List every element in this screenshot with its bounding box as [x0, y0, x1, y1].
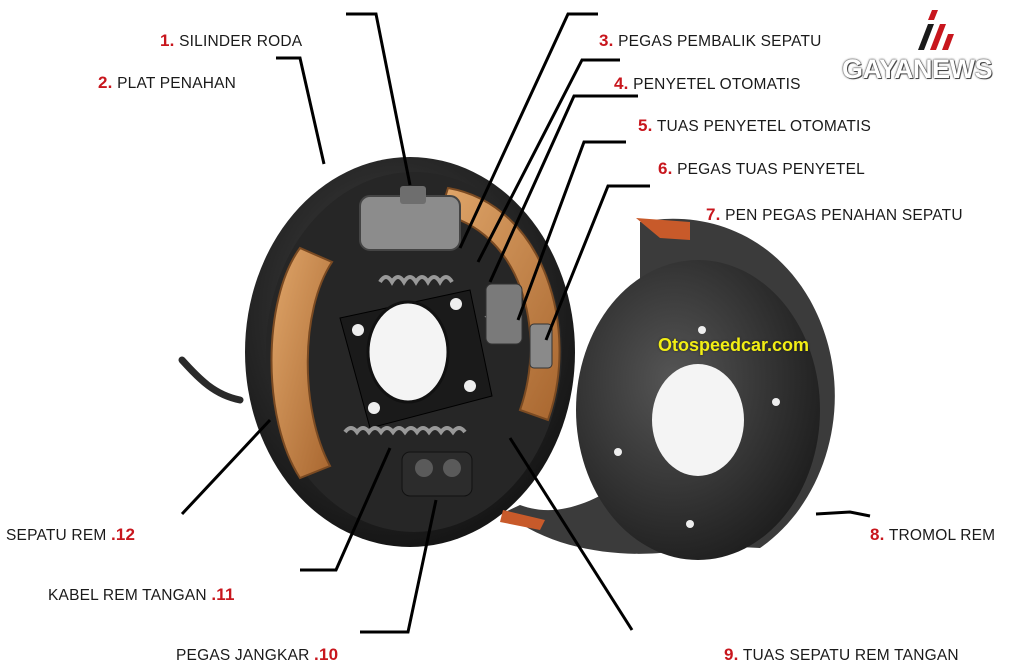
drum-edge-bottom — [500, 510, 545, 530]
bolt-hole — [450, 298, 462, 310]
hub-hole — [366, 300, 450, 404]
label-number: 7. — [706, 205, 721, 224]
leader-line-3 — [458, 12, 598, 249]
label-backing-plate: 2. PLAT PENAHAN — [98, 73, 236, 93]
label-shoe-return-spring: 3. PEGAS PEMBALIK SEPATU — [599, 31, 822, 51]
drum-bolt-hole — [686, 520, 694, 528]
leader-line-1 — [346, 12, 412, 186]
label-number: 9. — [724, 645, 739, 664]
label-number: 6. — [658, 159, 673, 178]
label-number: 3. — [599, 31, 614, 50]
label-brake-drum: 8. TROMOL REM — [870, 525, 995, 545]
drum-bolt-hole — [698, 326, 706, 334]
bolt-hole — [464, 380, 476, 392]
leader-lines — [180, 12, 871, 634]
slanted-bars-logo-icon — [918, 10, 954, 50]
label-text: TUAS PENYETEL OTOMATIS — [656, 118, 872, 135]
leader-line-11 — [300, 447, 392, 572]
leader-line-5 — [488, 94, 638, 283]
bolt-hole — [368, 402, 380, 414]
leader-line-8 — [815, 510, 871, 518]
label-text: PEGAS JANGKAR — [176, 647, 310, 664]
label-brake-shoe: SEPATU REM .12 — [6, 525, 135, 545]
drum-bolt-hole — [772, 398, 780, 406]
leader-line-6 — [516, 140, 626, 321]
parking-brake-cable — [178, 356, 244, 404]
left-brake-shoe — [270, 246, 334, 480]
label-text: PEN PEGAS PENAHAN SEPATU — [725, 207, 963, 224]
adjuster-spring — [343, 426, 467, 436]
label-number: 1. — [160, 31, 175, 50]
label-anchor-spring: PEGAS JANGKAR .10 — [176, 645, 338, 665]
wheel-cylinder-bleeder — [400, 186, 426, 204]
label-number: .10 — [314, 645, 339, 664]
watermark-text: Otospeedcar.com — [658, 335, 810, 355]
bolt-hole — [352, 324, 364, 336]
label-parking-brake-cable: KABEL REM TANGAN .11 — [48, 585, 235, 605]
anchor-pin — [443, 459, 461, 477]
gayanews-logo: GAYANEWS — [842, 10, 1018, 96]
label-number: 2. — [98, 73, 113, 92]
label-text: PLAT PENAHAN — [117, 75, 237, 92]
label-text: TROMOL REM — [888, 527, 996, 544]
label-text: KABEL REM TANGAN — [48, 587, 207, 604]
label-adjuster-lever: 5. TUAS PENYETEL OTOMATIS — [638, 116, 871, 136]
label-parking-brake-lever: 9. TUAS SEPATU REM TANGAN — [724, 645, 959, 665]
logo-wordmark: GAYANEWS — [842, 54, 993, 84]
label-number: 5. — [638, 116, 653, 135]
drum-edge-top — [636, 218, 690, 240]
label-text: TUAS SEPATU REM TANGAN — [742, 647, 959, 664]
leader-line-9 — [508, 437, 634, 631]
label-text: SILINDER RODA — [179, 33, 303, 50]
anchor-block — [401, 451, 473, 497]
leader-line-7 — [544, 184, 650, 341]
label-number: .11 — [211, 585, 235, 604]
leader-line-10 — [360, 499, 438, 634]
auto-adjuster — [485, 283, 523, 345]
label-text: PENYETEL OTOMATIS — [633, 76, 801, 93]
backing-plate-assembly — [178, 157, 575, 547]
label-text: PEGAS PEMBALIK SEPATU — [618, 33, 822, 50]
drum-center-hole — [652, 364, 744, 476]
right-brake-shoe — [438, 186, 561, 422]
leader-line-2 — [276, 56, 326, 165]
label-wheel-cylinder: 1. SILINDER RODA — [160, 31, 302, 51]
label-adjuster-lever-spring: 6. PEGAS TUAS PENYETEL — [658, 159, 865, 179]
anchor-pin — [415, 459, 433, 477]
label-number: .12 — [110, 525, 136, 544]
wheel-cylinder — [359, 195, 461, 251]
leader-line-12 — [180, 418, 272, 516]
leader-line-4 — [476, 58, 620, 263]
brake-drum — [500, 218, 835, 560]
return-spring — [378, 275, 454, 286]
drum-bolt-hole — [614, 448, 622, 456]
label-number: 4. — [614, 74, 629, 93]
label-shoe-hold-down-pin: 7. PEN PEGAS PENAHAN SEPATU — [706, 205, 963, 225]
label-text: SEPATU REM — [6, 527, 107, 544]
label-automatic-adjuster: 4. PENYETEL OTOMATIS — [614, 74, 801, 94]
label-number: 8. — [870, 525, 885, 544]
label-text: PEGAS TUAS PENYETEL — [677, 161, 865, 178]
